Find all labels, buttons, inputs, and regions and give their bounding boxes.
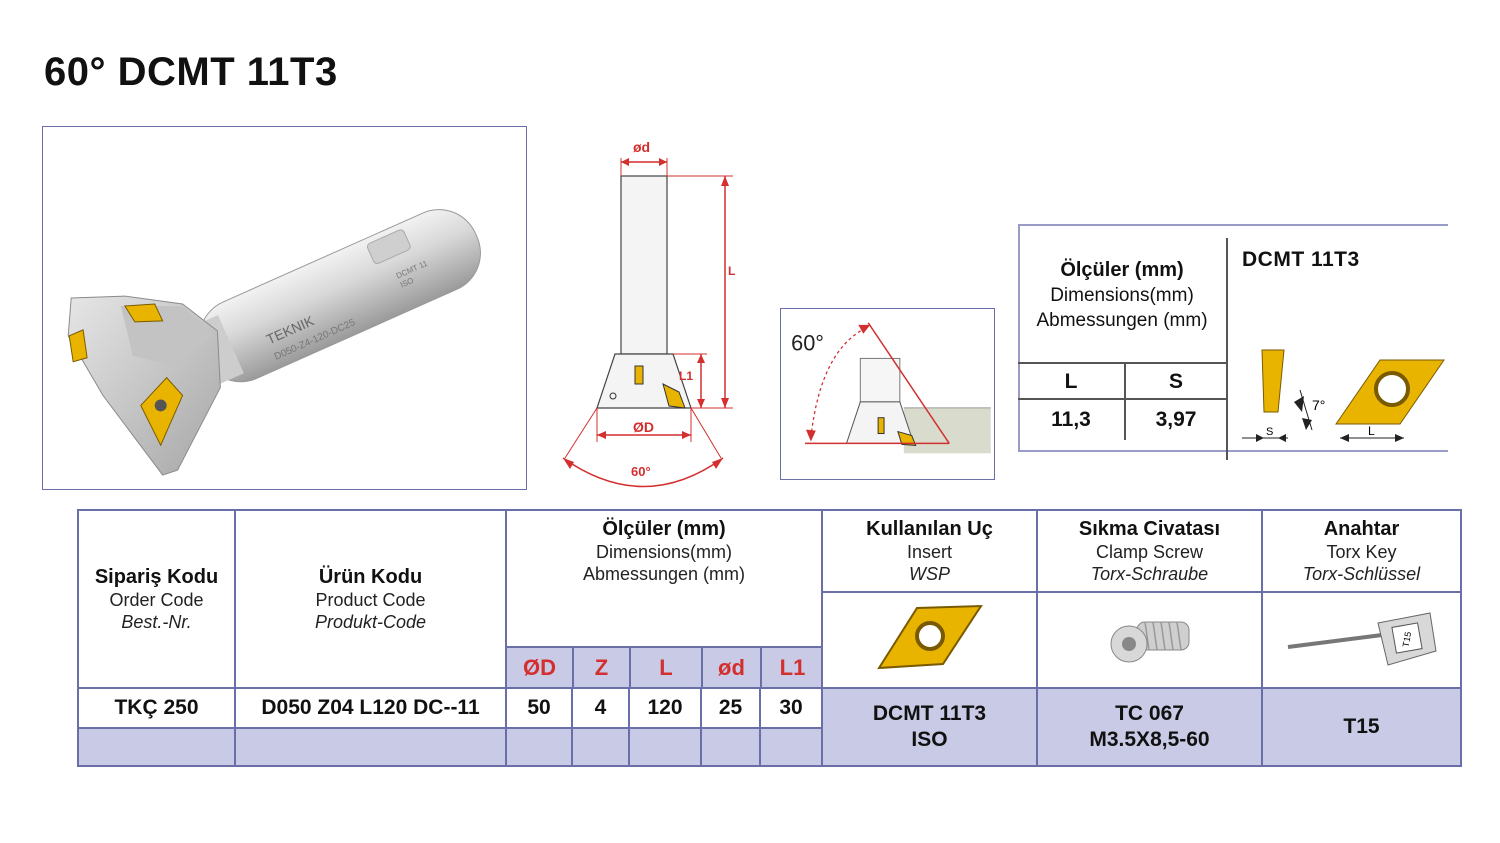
insert-spec-val-s: 3,97 — [1155, 408, 1197, 431]
torx-key-icon: T15 — [1287, 611, 1437, 666]
insert-thickness-label: S — [1266, 426, 1273, 438]
dim-col-shank-diameter: ød — [701, 646, 762, 687]
label-cut-angle: 60° — [631, 464, 651, 479]
insert-length-label: L — [1368, 424, 1375, 438]
header-clamp-screw: Sıkma Civatası Clamp Screw Torx-Schraube — [1036, 509, 1263, 593]
insert-value-std: ISO — [911, 728, 948, 751]
header-insert: Kullanılan Uç Insert WSP — [821, 509, 1038, 593]
dim-col-teeth: Z — [572, 646, 631, 687]
header-insert-en: Insert — [906, 541, 953, 562]
header-clamp-screw-de: Torx-Schraube — [1090, 563, 1209, 584]
insert-spec-line — [1018, 362, 1226, 364]
insert-spec-heading-en: Dimensions(mm) — [1050, 285, 1194, 306]
dim-col-length: L — [629, 646, 703, 687]
header-insert-tr: Kullanılan Uç — [866, 517, 993, 540]
insert-diagram: S 7° L — [1242, 349, 1445, 442]
header-order-code-tr: Sipariş Kodu — [94, 565, 219, 588]
l-value: 120 — [628, 687, 702, 729]
header-product-code-de: Produkt-Code — [314, 611, 427, 632]
header-key: Anahtar Torx Key Torx-Schlüssel — [1261, 509, 1462, 593]
insert-spec-box: Ölçüler (mm) Dimensions(mm) Abmessungen … — [1018, 224, 1448, 460]
header-clamp-screw-en: Clamp Screw — [1095, 541, 1204, 562]
header-dimensions-en: Dimensions(mm) — [595, 542, 732, 562]
dim-col-cutting-diameter: ØD — [507, 646, 574, 687]
page-title: 60° DCMT 11T3 — [44, 50, 338, 94]
header-order-code-en: Order Code — [109, 589, 204, 610]
header-key-de: Torx-Schlüssel — [1302, 563, 1421, 584]
screw-image-cell — [1036, 591, 1263, 689]
insert-spec-divider — [1226, 238, 1228, 460]
dim-header-row: ØD Z L ød L1 — [505, 592, 823, 689]
insert-icon — [876, 604, 983, 669]
l1-value: 30 — [759, 687, 823, 729]
insert-spec-col-l: L — [1064, 370, 1078, 393]
empty-cell — [628, 727, 702, 767]
order-code-value: TKÇ 250 — [77, 687, 236, 729]
screw-value-code: TC 067 — [1115, 702, 1184, 725]
screw-icon — [1110, 621, 1189, 662]
header-dimensions-de: Abmessungen (mm) — [582, 564, 746, 584]
dim-subtable: ØD Z L ød L1 — [507, 646, 823, 687]
header-clamp-screw-tr: Sıkma Civatası — [1078, 517, 1221, 540]
screw-value-size: M3.5X8,5-60 — [1089, 728, 1210, 751]
angle-detail-label: 60° — [791, 331, 824, 356]
insert-spec-val-l: 11,3 — [1051, 408, 1091, 431]
empty-cell — [700, 727, 761, 767]
z-value: 4 — [571, 687, 630, 729]
insert-value: DCMT 11T3 ISO — [821, 687, 1038, 767]
insert-value-code: DCMT 11T3 — [872, 702, 987, 725]
empty-cell — [234, 727, 507, 767]
label-shank-diameter: ød — [633, 139, 650, 155]
label-head-length: L1 — [679, 369, 693, 383]
empty-cell — [505, 727, 573, 767]
product-table: Sipariş Kodu Order Code Best.-Nr. Ürün K… — [77, 509, 1462, 767]
header-dimensions-tr: Ölçüler (mm) — [602, 518, 726, 540]
technical-drawing: ød L L1 ØD 60° — [555, 130, 745, 490]
insert-spec-heading-de: Abmessungen (mm) — [1036, 310, 1208, 331]
insert-spec-col-s: S — [1168, 370, 1183, 393]
label-cutting-diameter: ØD — [633, 419, 654, 435]
header-key-tr: Anahtar — [1323, 517, 1400, 540]
key-image-cell: T15 — [1261, 591, 1462, 689]
header-dimensions: Ölçüler (mm) Dimensions(mm) Abmessungen … — [505, 509, 823, 592]
product-photo: TEKNIK D050-Z4-120-DC25 DCMT 11 ISO — [42, 126, 527, 490]
insert-clearance-angle: 7° — [1312, 397, 1325, 413]
insert-spec-line — [1018, 398, 1226, 400]
insert-spec-frame — [1018, 224, 1448, 452]
header-insert-de: WSP — [908, 563, 950, 584]
header-product-code-en: Product Code — [315, 589, 426, 610]
shank-d-value: 25 — [700, 687, 761, 729]
header-order-code-de: Best.-Nr. — [121, 611, 192, 632]
product-code-value: D050 Z04 L120 DC--11 — [234, 687, 507, 729]
header-product-code-tr: Ürün Kodu — [318, 565, 423, 588]
angle-detail: 60° — [780, 308, 995, 480]
insert-spec-title: DCMT 11T3 — [1242, 248, 1360, 271]
empty-cell — [571, 727, 630, 767]
insert-spec-col-divider — [1124, 362, 1126, 440]
key-icon-text: T15 — [1400, 630, 1413, 647]
insert-spec-heading: Ölçüler (mm) — [1060, 259, 1184, 281]
screw-value: TC 067 M3.5X8,5-60 — [1036, 687, 1263, 767]
dim-col-head-length: L1 — [760, 646, 823, 687]
label-length: L — [728, 264, 735, 278]
od-value: 50 — [505, 687, 573, 729]
empty-cell — [77, 727, 236, 767]
header-product-code: Ürün Kodu Product Code Produkt-Code — [234, 509, 507, 689]
empty-cell — [759, 727, 823, 767]
key-value: T15 — [1261, 687, 1462, 767]
header-key-en: Torx Key — [1326, 541, 1397, 562]
insert-image-cell — [821, 591, 1038, 689]
header-order-code: Sipariş Kodu Order Code Best.-Nr. — [77, 509, 236, 689]
